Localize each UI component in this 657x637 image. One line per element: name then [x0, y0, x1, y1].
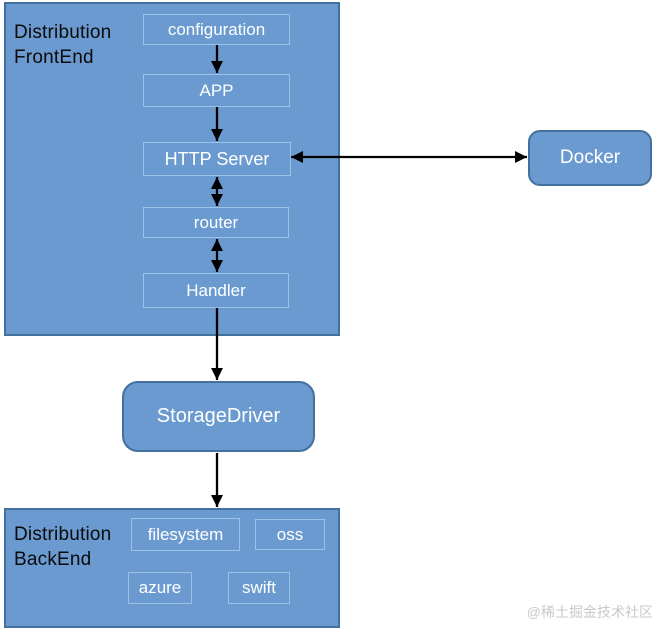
node-configuration-label: configuration: [167, 19, 266, 39]
node-oss: oss: [255, 519, 325, 550]
node-swift: swift: [228, 572, 290, 604]
node-docker: Docker: [528, 130, 652, 186]
node-azure-label: azure: [138, 578, 182, 597]
node-http-server-label: HTTP Server: [164, 148, 270, 169]
node-azure: azure: [128, 572, 192, 604]
backend-group-title: Distribution BackEnd: [14, 524, 112, 570]
node-swift-label: swift: [242, 578, 276, 597]
node-app-label: APP: [199, 80, 234, 100]
frontend-group-title: Distribution FrontEnd: [14, 22, 112, 68]
node-handler: Handler: [143, 273, 289, 308]
node-app: APP: [143, 74, 290, 107]
node-filesystem: filesystem: [131, 518, 240, 551]
node-filesystem-label: filesystem: [147, 524, 224, 544]
node-router-label: router: [193, 212, 239, 232]
node-storagedriver-label: StorageDriver: [156, 405, 281, 427]
watermark: @稀土掘金技术社区: [526, 604, 653, 620]
node-http-server: HTTP Server: [143, 142, 291, 176]
backend-group: Distribution BackEnd filesystem oss azur…: [4, 508, 340, 628]
node-docker-label: Docker: [559, 147, 621, 168]
node-oss-label: oss: [276, 524, 304, 544]
node-router: router: [143, 207, 289, 238]
node-configuration: configuration: [143, 14, 290, 45]
node-handler-label: Handler: [186, 280, 246, 300]
frontend-group: Distribution FrontEnd configuration APP …: [4, 2, 340, 336]
node-storagedriver: StorageDriver: [122, 381, 315, 452]
